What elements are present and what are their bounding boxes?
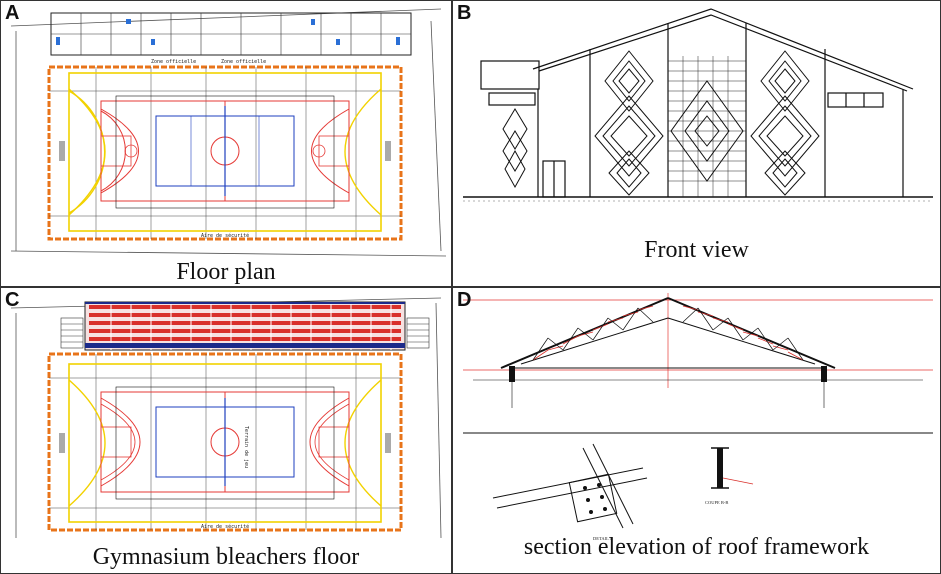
panel-c-caption: Gymnasium bleachers floor bbox=[92, 544, 360, 570]
bleachers-floor-drawing: Terrain de jeu Aire de sécurité bbox=[10, 297, 442, 539]
panel-c-letter: C bbox=[5, 289, 20, 311]
zone-officielle-label-2: Zone officielle bbox=[221, 59, 266, 65]
panel-b-letter: B bbox=[457, 2, 472, 24]
panel-c-bleachers-floor: C bbox=[0, 287, 452, 574]
panel-b-front-view: B bbox=[452, 0, 941, 287]
panel-d-roof-framework: D bbox=[452, 287, 941, 574]
coupe-bb-label: COUPE B-B bbox=[705, 500, 728, 505]
roof-truss-drawing: DETAIL A COUPE B-B bbox=[463, 293, 933, 541]
panel-d-letter: D bbox=[457, 289, 472, 311]
front-elevation-drawing bbox=[463, 8, 933, 202]
bleacher-seats bbox=[85, 302, 405, 350]
panel-a-floor-plan: A Zone of bbox=[0, 0, 452, 287]
zone-officielle-label: Zone officielle bbox=[151, 59, 196, 65]
panel-d-caption: section elevation of roof framework bbox=[523, 534, 870, 560]
terrain-de-jeu-label: Terrain de jeu bbox=[243, 426, 249, 468]
floor-plan-drawing: Zone officielle Zone officielle bbox=[10, 8, 447, 257]
detail-a-label: DETAIL A bbox=[593, 536, 614, 541]
panel-b-caption: Front view bbox=[644, 237, 749, 263]
panel-a-caption: Floor plan bbox=[176, 259, 276, 285]
aire-securite-label-c: Aire de sécurité bbox=[201, 523, 249, 530]
aire-securite-label: Aire de sécurité bbox=[201, 232, 249, 239]
panel-a-letter: A bbox=[5, 2, 20, 24]
